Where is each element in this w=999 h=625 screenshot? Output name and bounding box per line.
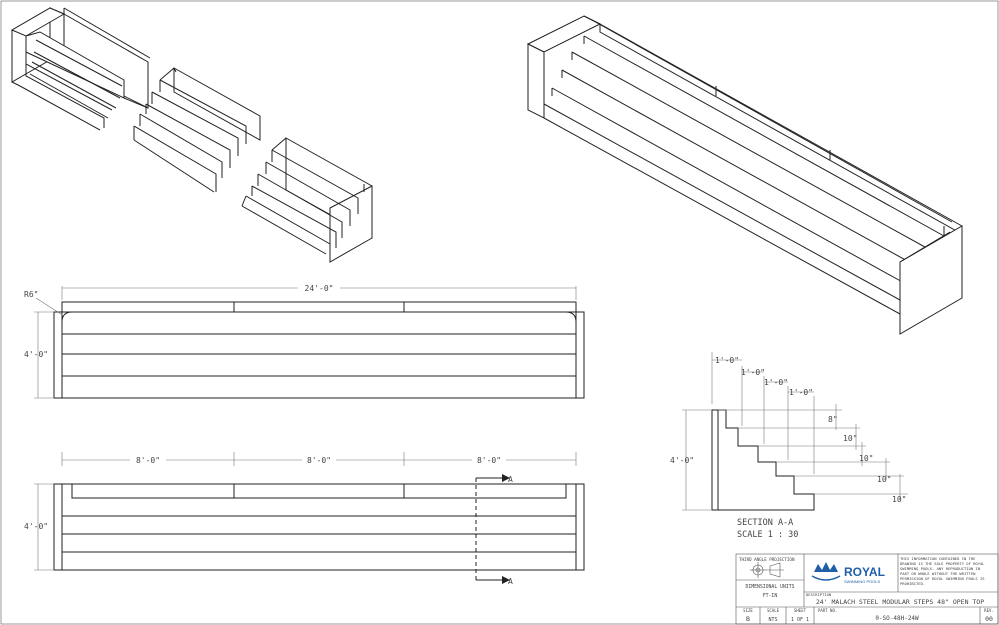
projection-cone-icon — [769, 562, 781, 578]
section-rise-5: 10" — [892, 495, 906, 504]
plan-section-length-2: 8'-0" — [307, 456, 331, 465]
section-tread-1: 1'-0" — [715, 356, 739, 365]
sheet-label: SHEET — [794, 608, 807, 613]
logo-text: ROYAL — [844, 565, 885, 579]
module-iso-left — [10, 7, 151, 131]
title-block — [735, 553, 999, 625]
size-value: B — [746, 615, 750, 623]
section-rise-3: 10" — [859, 454, 873, 463]
notice-line-3: SWIMMING POOLS. ANY REPRODUCTION IN — [900, 566, 981, 571]
plan-radius-note: R6" — [24, 290, 38, 299]
section-scale: SCALE 1 : 30 — [737, 530, 798, 540]
section-tread-4: 1'-0" — [789, 388, 813, 397]
rev-label: REV. — [984, 608, 994, 613]
section-marker-bottom: A — [508, 577, 513, 586]
projection-label: THIRD ANGLE PROJECTION — [739, 557, 795, 562]
notice-line-1: THIS INFORMATION CONTAINED IN THE — [900, 556, 976, 561]
module-iso-middle — [133, 67, 261, 193]
section-tread-2: 1'-0" — [741, 368, 765, 377]
description-value: 24' MALACH STEEL MODULAR STEPS 48" OPEN … — [816, 598, 984, 606]
section-rise-4: 10" — [877, 475, 891, 484]
size-label: SIZE — [743, 608, 753, 613]
plan-view-top — [34, 286, 585, 399]
part-value: 0-SO-48H-24W — [875, 615, 919, 622]
scale-label: SCALE — [767, 608, 780, 613]
plan-bottom-width: 4'-0" — [24, 522, 48, 531]
part-label: PART NO. — [818, 608, 837, 613]
section-a-a-profile — [682, 352, 908, 511]
section-rise-1: 8" — [828, 415, 838, 424]
plan-view-bottom — [34, 452, 585, 584]
notice-line-2: DRAWING IS THE SOLE PROPERTY OF ROYAL — [900, 561, 985, 566]
module-iso-right — [241, 137, 373, 263]
scale-value: NTS — [768, 617, 777, 623]
units-label: DIMENSIONAL UNITS — [745, 584, 794, 590]
description-label: DESCRIPTION — [806, 592, 832, 597]
assembly-iso — [526, 15, 963, 335]
logo-subtext: SWIMMING POOLS — [844, 579, 881, 584]
plan-overall-length: 24'-0" — [305, 284, 334, 293]
plan-section-length-3: 8'-0" — [477, 456, 501, 465]
section-tread-3: 1'-0" — [764, 378, 788, 387]
notice-line-4: PART OR WHOLE WITHOUT THE WRITTEN — [900, 571, 976, 576]
units-value: FT-IN — [763, 593, 778, 599]
section-title: SECTION A-A — [737, 518, 793, 528]
section-height: 4'-0" — [670, 456, 694, 465]
plan-section-length-1: 8'-0" — [136, 456, 160, 465]
section-rise-2: 10" — [843, 434, 857, 443]
sheet-value: 1 OF 1 — [791, 617, 809, 623]
notice-line-5: PERMISSION OF ROYAL SWIMMING POOLS IS — [900, 576, 985, 581]
crown-icon — [811, 562, 841, 581]
notice-line-6: PROHIBITED. — [900, 581, 925, 586]
section-marker-top: A — [508, 475, 513, 484]
rev-value: 00 — [985, 615, 993, 623]
plan-top-width: 4'-0" — [24, 350, 48, 359]
